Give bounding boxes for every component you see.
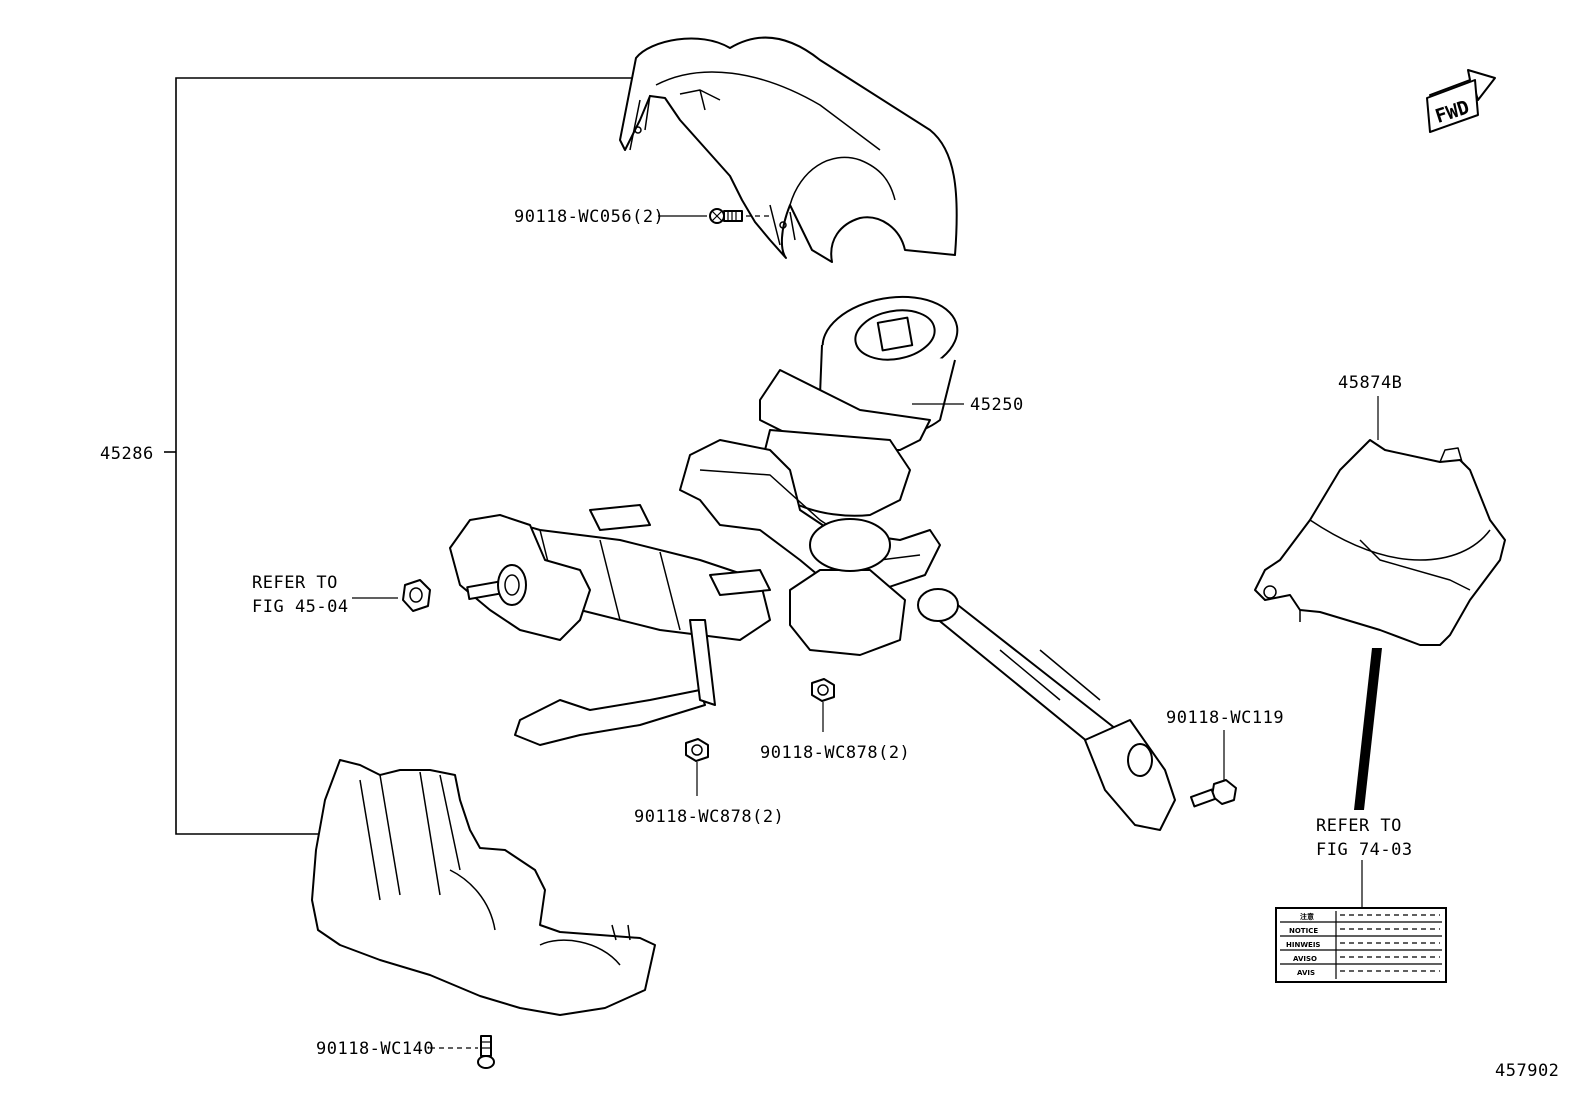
- callout-cover-lower-screw: 90118-WC140: [316, 1039, 434, 1059]
- notice-row-1: NOTICE: [1289, 927, 1318, 935]
- callout-bolt-right: 90118-WC119: [1166, 708, 1284, 728]
- callout-cover-upper-screw: 90118-WC056(2): [514, 207, 664, 227]
- notice-row-0: 注意: [1300, 912, 1314, 921]
- left-nut: [402, 579, 431, 612]
- refer-right-line2: FIG 74-03: [1316, 840, 1413, 860]
- leader-arrow-to-label: [1354, 648, 1382, 810]
- callout-column-assembly: 45250: [970, 395, 1024, 415]
- steering-column-assembly: [449, 295, 1176, 831]
- fwd-arrow-icon: FWD: [1426, 69, 1496, 133]
- callout-cover-set: 45286: [100, 444, 154, 464]
- refer-right-line1: REFER TO: [1316, 816, 1402, 836]
- lower-cover-screw: [477, 1035, 495, 1069]
- notice-row-4: AVIS: [1297, 969, 1315, 977]
- notice-row-2: HINWEIS: [1286, 941, 1320, 949]
- lower-nut: [685, 738, 709, 762]
- refer-left-line1: REFER TO: [252, 573, 338, 593]
- notice-label: 注意 NOTICE HINWEIS AVISO AVIS: [1275, 907, 1447, 983]
- cover-45874b: [1254, 439, 1506, 646]
- figure-number: 457902: [1495, 1061, 1559, 1081]
- callout-nut-lower: 90118-WC878(2): [634, 807, 784, 827]
- notice-row-3: AVISO: [1293, 955, 1317, 963]
- right-bolt: [1189, 779, 1237, 808]
- upper-column-cover: [619, 36, 958, 263]
- upper-cover-screw: [658, 208, 772, 224]
- middle-nut: [811, 678, 835, 702]
- refer-left-line2: FIG 45-04: [252, 597, 349, 617]
- cover-set-bracket: [164, 77, 632, 835]
- lower-column-cover: [311, 759, 656, 1016]
- callout-cover-part: 45874B: [1338, 373, 1402, 393]
- callout-nut-middle: 90118-WC878(2): [760, 743, 910, 763]
